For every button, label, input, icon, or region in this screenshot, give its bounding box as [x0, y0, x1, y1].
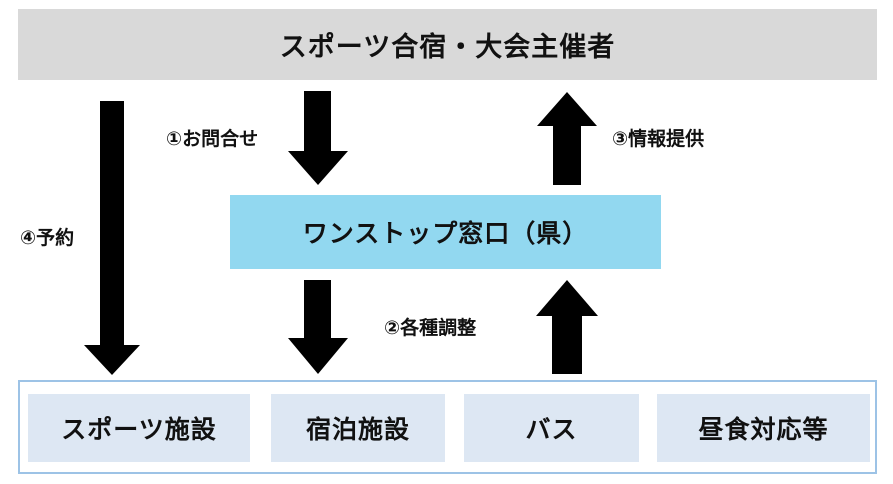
provider-label: スポーツ施設 [61, 415, 217, 444]
info-label: ③情報提供 [612, 128, 705, 150]
providers-group: スポーツ施設 宿泊施設 バス 昼食対応等 [18, 380, 877, 474]
provider-bus: バス [464, 394, 639, 462]
provider-label: 宿泊施設 [305, 415, 410, 444]
provider-label: 昼食対応等 [698, 415, 829, 444]
inquiry-label: ①お問合せ [166, 128, 259, 150]
provider-sports-facility: スポーツ施設 [28, 394, 250, 462]
reservation-arrow [84, 101, 140, 375]
coordination-down-arrow [288, 280, 348, 374]
reservation-label: ④予約 [20, 227, 75, 249]
onestop-window-label: ワンストップ窓口（県） [302, 219, 589, 248]
coordination-label: ②各種調整 [384, 317, 477, 339]
info-arrow [537, 92, 597, 185]
provider-accommodation: 宿泊施設 [271, 394, 445, 462]
onestop-window-box: ワンストップ窓口（県） [230, 195, 661, 269]
provider-lunch: 昼食対応等 [657, 394, 870, 462]
inquiry-arrow [288, 91, 348, 185]
organizer-label: スポーツ合宿・大会主催者 [279, 32, 616, 63]
provider-label: バス [525, 415, 578, 444]
coordination-up-arrow [536, 280, 598, 374]
organizer-box: スポーツ合宿・大会主催者 [18, 9, 877, 80]
